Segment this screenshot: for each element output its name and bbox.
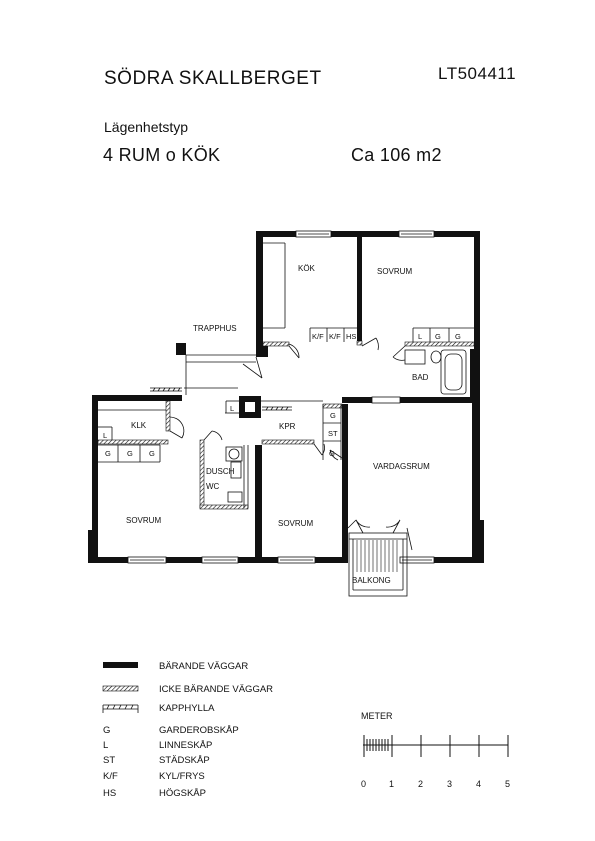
legend-text-hs: HÖGSKÅP [159,788,206,799]
room-bedroom-top-label: SOVRUM [377,267,412,276]
legend-code-kf: K/F [103,771,118,782]
coat-rack [150,387,292,411]
room-count: 4 RUM o KÖK [103,145,221,165]
fixture-hs: HS [346,332,356,341]
non-bearing-walls [97,340,475,510]
floor-area: Ca 106 m2 [351,145,442,165]
room-bedroom-left-label: SOVRUM [126,516,161,525]
legend-text-coat-rack: KAPPHYLLA [159,703,215,714]
room-living-label: VARDAGSRUM [373,462,430,471]
apartment-type-label: Lägenhetstyp [104,119,189,135]
load-bearing-walls [88,231,484,563]
legend-swatch-coat-rack [102,704,139,713]
room-kitchen-label: KÖK [298,264,316,273]
project-title: SÖDRA SKALLBERGET [104,68,322,89]
scale-tick-5: 5 [505,779,510,789]
fixture-hall-l: L [230,404,234,413]
fixture-st: ST [328,429,338,438]
fixture-st-g-top: G [330,411,336,420]
scale-bar: METER 0 1 2 3 4 5 [361,711,510,789]
legend-text-st: STÄDSKÅP [159,755,210,766]
fixture-top-g1: G [435,332,441,341]
scale-tick-2: 2 [418,779,423,789]
balcony-slats [356,540,398,572]
scale-tick-3: 3 [447,779,452,789]
legend-swatch-nonbearing [102,685,139,692]
scale-tick-1: 1 [389,779,394,789]
scale-tick-0: 0 [361,779,366,789]
room-wc-label: WC [206,482,220,491]
apartment-code: LT504411 [438,64,517,83]
fixture-top-g2: G [455,332,461,341]
fixture-top-l: L [418,332,422,341]
room-stairwell-label: TRAPPHUS [193,324,237,333]
legend-text-kf: KYL/FRYS [159,771,205,782]
fixture-klk-g2: G [127,449,133,458]
thin-lines [98,242,474,597]
room-bath-label: BAD [412,373,429,382]
doors [169,337,413,551]
legend-swatch-bearing [103,662,138,668]
windows [127,230,435,564]
pillar-core [245,402,255,412]
room-balcony-label: BALKONG [352,576,391,585]
legend-code-l: L [103,740,108,751]
fixture-kf-1: K/F [312,332,324,341]
legend: BÄRANDE VÄGGAR ICKE BÄRANDE VÄGGAR KAPPH… [102,661,273,799]
room-shower-label: DUSCH [206,467,235,476]
legend-text-nonbearing: ICKE BÄRANDE VÄGGAR [159,684,273,695]
legend-text-g: GARDEROBSKÅP [159,725,239,736]
room-hall-label: KPR [279,422,296,431]
legend-code-hs: HS [103,788,116,799]
fixture-klk-l: L [103,431,107,440]
legend-code-st: ST [103,755,115,766]
legend-text-bearing: BÄRANDE VÄGGAR [159,661,248,672]
fixture-klk-g1: G [105,449,111,458]
legend-text-l: LINNESKÅP [159,740,212,751]
room-bedroom-mid-label: SOVRUM [278,519,313,528]
fixture-kf-2: K/F [329,332,341,341]
scale-title: METER [361,711,393,721]
room-klk-label: KLK [131,421,147,430]
scale-tick-4: 4 [476,779,481,789]
fixture-st-g-bottom: G [329,449,335,458]
fixture-klk-g3: G [149,449,155,458]
legend-code-g: G [103,725,110,736]
